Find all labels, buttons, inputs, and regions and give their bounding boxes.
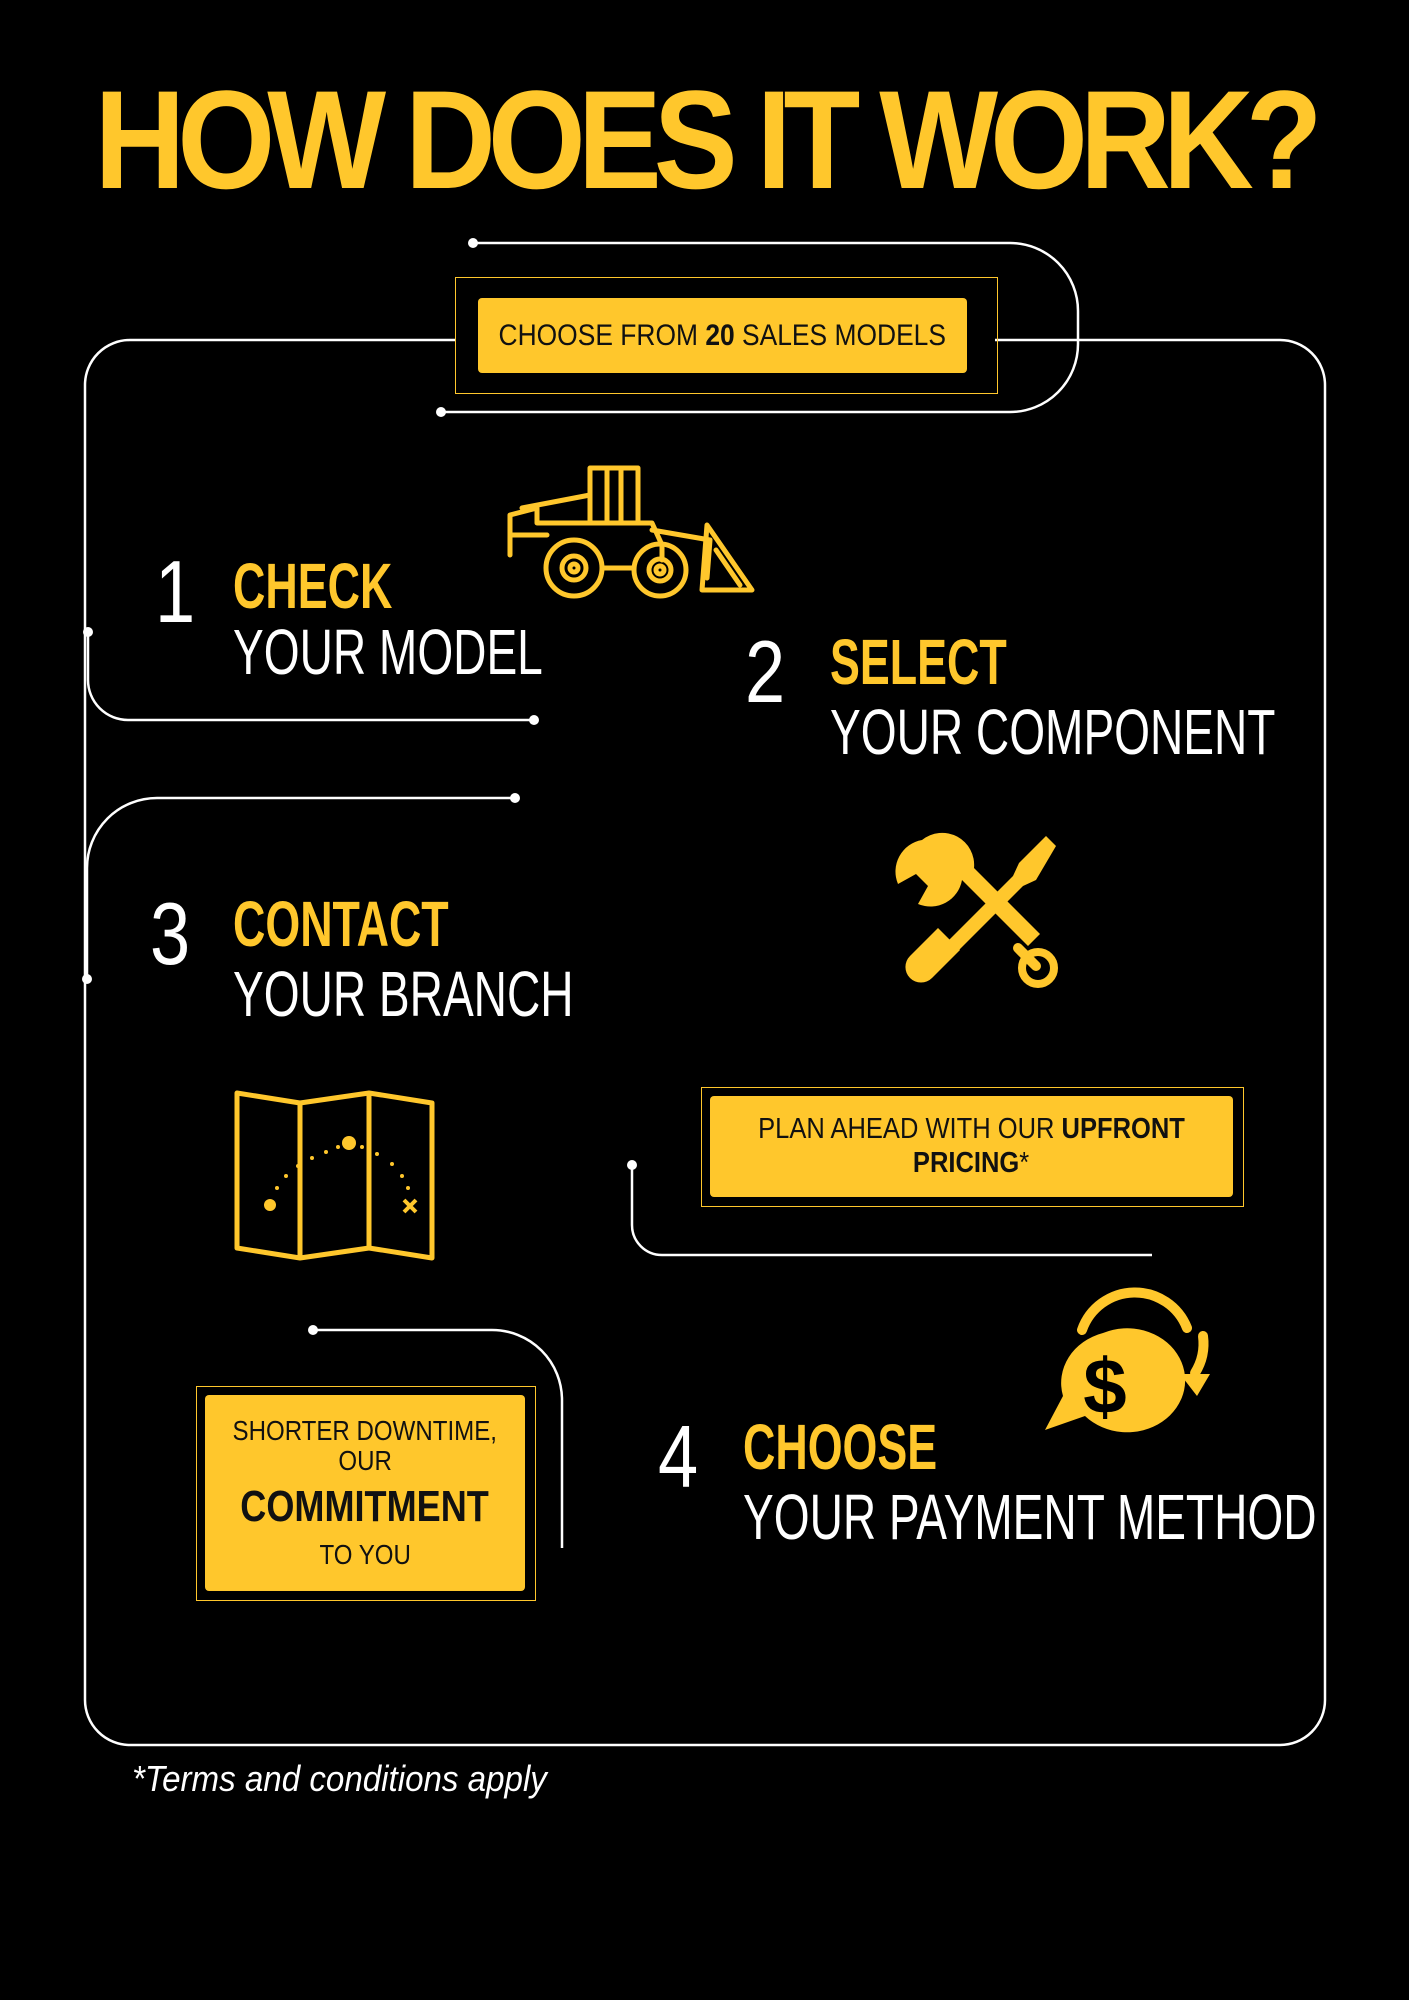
callout-commitment: SHORTER DOWNTIME, OUR COMMITMENT TO YOU [196,1386,536,1601]
step-2: 2 SELECT YOUR COMPONENT [745,628,1305,778]
callout-models-text: CHOOSE FROM [498,318,706,352]
svg-text:$: $ [1083,1342,1126,1430]
step-4: 4 CHOOSE YOUR PAYMENT METHOD [658,1413,1318,1563]
callout-pricing-line2: PRICING [913,1146,1020,1179]
map-route-icon [234,1090,435,1261]
step-4-verb: CHOOSE [743,1411,938,1483]
step-1-verb: CHECK [233,550,393,622]
step-1-number: 1 [155,542,196,641]
callout-models-suffix: SALES MODELS [734,318,947,352]
step-2-verb: SELECT [830,626,1007,698]
callout-sales-models: CHOOSE FROM 20 SALES MODELS [455,277,998,394]
step-4-object: YOUR PAYMENT METHOD [743,1481,1317,1553]
callout-models-count: 20 [705,318,735,352]
callout-pricing-text: PLAN AHEAD WITH OUR [758,1113,1062,1146]
step-1-object: YOUR MODEL [233,616,543,688]
step-3-number: 3 [150,884,191,983]
wrench-screwdriver-icon [895,832,1058,988]
callout-pricing-bold: UPFRONT [1061,1113,1185,1146]
page-title: HOW DOES IT WORK? [94,61,1322,218]
callout-commitment-line1: SHORTER DOWNTIME, [232,1414,498,1446]
step-1: 1 CHECK YOUR MODEL [155,548,555,698]
callout-commitment-line2: OUR [338,1445,392,1477]
callout-commitment-line4: TO YOU [319,1538,411,1570]
callout-pricing-asterisk: * [1019,1146,1030,1179]
step-3: 3 CONTACT YOUR BRANCH [150,890,580,1040]
step-3-verb: CONTACT [233,888,449,960]
step-2-number: 2 [745,622,786,721]
wheel-loader-icon [507,465,755,599]
step-2-object: YOUR COMPONENT [830,696,1276,768]
step-4-number: 4 [658,1407,699,1506]
callout-commitment-bold: COMMITMENT [240,1482,490,1532]
dollar-speech-bubble-icon: $ [1045,1287,1210,1433]
step-3-object: YOUR BRANCH [233,958,574,1030]
callout-upfront-pricing: PLAN AHEAD WITH OUR UPFRONT PRICING* [701,1087,1244,1207]
terms-footnote: *Terms and conditions apply [132,1758,547,1799]
